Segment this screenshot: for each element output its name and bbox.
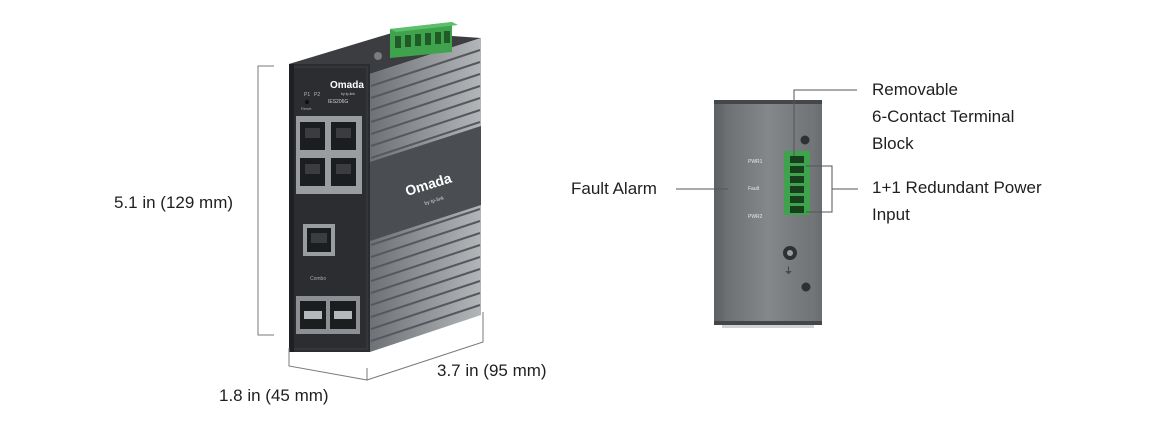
height-label: 5.1 in (129 mm) xyxy=(114,193,234,212)
reset-button xyxy=(304,99,310,105)
side-screw-top xyxy=(800,135,810,145)
top-screw xyxy=(374,52,382,60)
side-label-fault: Fault xyxy=(748,186,760,192)
height-dimension-line xyxy=(257,65,274,336)
reset-label: Reset xyxy=(301,106,312,111)
side-label-pwr1: PWR1 xyxy=(748,159,763,165)
combo-rj45-port xyxy=(303,224,335,256)
fault-alarm-label: Fault Alarm xyxy=(571,179,657,198)
width-label: 3.7 in (95 mm) xyxy=(437,361,547,380)
combo-label: Combo xyxy=(310,276,326,282)
side-terminal-block xyxy=(784,151,810,215)
terminal-callout-line xyxy=(793,89,857,156)
terminal-block-label-line-1: Removable xyxy=(872,80,958,99)
side-screw-bottom xyxy=(801,282,811,292)
depth-label: 1.8 in (45 mm) xyxy=(219,386,329,405)
fin-lines xyxy=(370,49,481,342)
device-side-panel: PWR1 Fault PWR2 ⏚ xyxy=(714,100,822,328)
front-logo: Omada xyxy=(330,80,364,91)
side-logo-subtext: by tp-link xyxy=(424,195,445,207)
width-dimension-line xyxy=(366,312,484,381)
power-input-label-line-2: Input xyxy=(872,205,910,224)
side-logo-band xyxy=(370,126,481,241)
terminal-block-label-line-2: 6-Contact Terminal xyxy=(872,107,1015,126)
ground-icon: ⏚ xyxy=(784,266,793,276)
device-3d-view: Omada by tp-link Omada by tp-link IES206… xyxy=(289,22,481,352)
depth-dimension-line xyxy=(288,348,368,381)
sfp-port-block xyxy=(296,296,360,334)
port-label-p1: P1 xyxy=(304,92,310,98)
dimension-lines xyxy=(257,65,484,381)
callout-lines xyxy=(676,89,858,213)
front-logo-sub: by tp-link xyxy=(341,92,355,96)
power-input-label-line-1: 1+1 Redundant Power xyxy=(872,178,1042,197)
terminal-block-label-line-3: Block xyxy=(872,134,914,153)
side-label-pwr2: PWR2 xyxy=(748,214,763,220)
terminal-block-top xyxy=(390,22,458,58)
model-label: IES206G xyxy=(328,99,348,105)
port-label-p2: P2 xyxy=(314,92,320,98)
rj45-port-block xyxy=(296,116,362,194)
